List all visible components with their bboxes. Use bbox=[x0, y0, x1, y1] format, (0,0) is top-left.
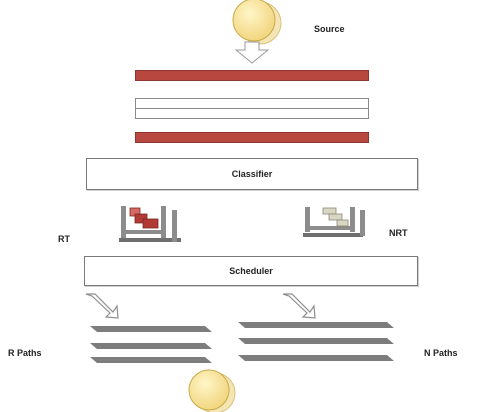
n-paths-label: N Paths bbox=[424, 348, 458, 358]
r-paths-arrow bbox=[85, 293, 119, 319]
source-down-arrow bbox=[234, 41, 270, 64]
source-node bbox=[232, 0, 282, 45]
rt-buffer-icon bbox=[119, 206, 181, 242]
scheduler-label: Scheduler bbox=[229, 266, 273, 276]
nrt-buffer-icon bbox=[303, 207, 365, 237]
source-label: Source bbox=[314, 24, 345, 34]
n-paths-group bbox=[238, 322, 394, 361]
nrt-label: NRT bbox=[389, 228, 408, 238]
rt-label: RT bbox=[58, 234, 70, 244]
r-paths-group bbox=[90, 326, 212, 363]
queue-bar-bottom bbox=[135, 132, 369, 143]
scheduler-box: Scheduler bbox=[84, 256, 418, 286]
classifier-label: Classifier bbox=[231, 169, 273, 179]
n-paths-arrow bbox=[282, 293, 316, 319]
classifier-box: Classifier bbox=[86, 158, 418, 190]
queue-bar-middle-lower bbox=[135, 108, 369, 119]
destination-node bbox=[188, 369, 236, 412]
r-paths-label: R Paths bbox=[8, 348, 42, 358]
queue-bar-top bbox=[135, 70, 369, 81]
